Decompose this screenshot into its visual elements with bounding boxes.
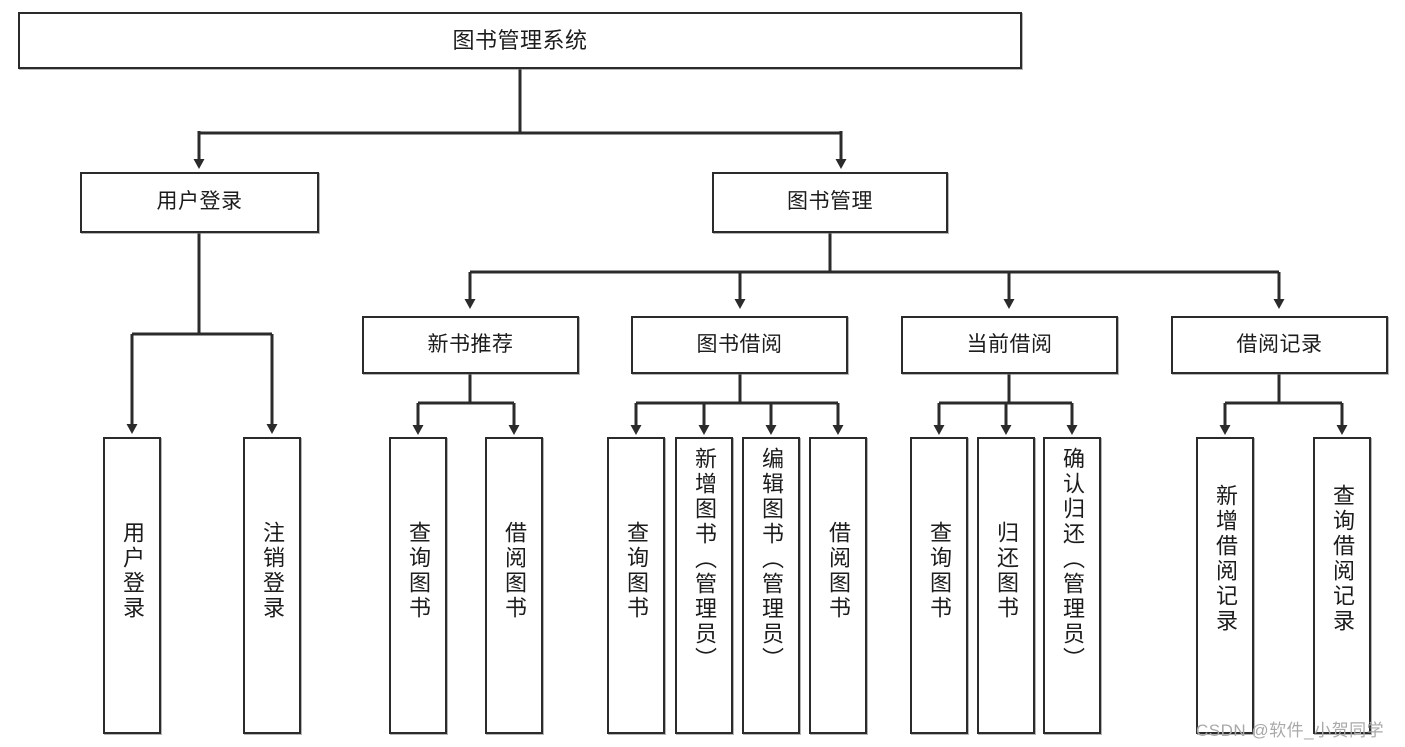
node-leaf-query-book-2[interactable]: 查询图书 [607,437,665,734]
node-leaf-query-book-1[interactable]: 查询图书 [389,437,447,734]
node-leaf-add-record[interactable]: 新增借阅记录 [1196,437,1254,734]
node-root-label: 图书管理系统 [452,27,588,53]
node-current-borrow-label: 当前借阅 [966,332,1053,356]
node-borrow-record-label: 借阅记录 [1236,332,1323,356]
node-leaf-logout-login[interactable]: 注销登录 [243,437,301,734]
node-leaf-borrow-book-1[interactable]: 借阅图书 [485,437,543,734]
node-leaf-edit-book-label: 编辑图书（管理员） [759,447,784,672]
node-user-login[interactable]: 用户登录 [80,172,319,233]
node-leaf-borrow-book-2-label: 借阅图书 [826,521,851,621]
node-leaf-query-book-3[interactable]: 查询图书 [910,437,968,734]
watermark-text: CSDN @软件_小贺同学 [1196,721,1385,740]
node-leaf-return-book[interactable]: 归还图书 [977,437,1035,734]
node-new-book-recommend[interactable]: 新书推荐 [362,316,579,374]
node-book-manage[interactable]: 图书管理 [712,172,948,233]
node-leaf-confirm-return[interactable]: 确认归还（管理员） [1043,437,1101,734]
node-leaf-add-record-label: 新增借阅记录 [1213,484,1238,634]
node-root[interactable]: 图书管理系统 [18,12,1022,69]
node-new-book-recommend-label: 新书推荐 [427,332,514,356]
node-current-borrow[interactable]: 当前借阅 [901,316,1118,374]
node-borrow-record[interactable]: 借阅记录 [1171,316,1388,374]
node-leaf-logout-login-label: 注销登录 [260,521,285,621]
node-leaf-return-book-label: 归还图书 [994,521,1019,621]
node-leaf-add-book[interactable]: 新增图书（管理员） [675,437,733,734]
node-leaf-query-book-3-label: 查询图书 [927,521,952,621]
node-book-borrow[interactable]: 图书借阅 [631,316,848,374]
node-leaf-user-login-label: 用户登录 [120,521,145,621]
node-leaf-user-login[interactable]: 用户登录 [103,437,161,734]
node-leaf-query-book-1-label: 查询图书 [406,521,431,621]
node-leaf-query-record-label: 查询借阅记录 [1330,484,1355,634]
node-user-login-label: 用户登录 [156,190,243,214]
node-leaf-edit-book[interactable]: 编辑图书（管理员） [742,437,800,734]
node-leaf-query-book-2-label: 查询图书 [624,521,649,621]
node-leaf-query-record[interactable]: 查询借阅记录 [1313,437,1371,734]
node-leaf-confirm-return-label: 确认归还（管理员） [1060,447,1085,672]
node-leaf-add-book-label: 新增图书（管理员） [692,447,717,672]
node-leaf-borrow-book-1-label: 借阅图书 [502,521,527,621]
node-book-manage-label: 图书管理 [787,190,873,214]
node-leaf-borrow-book-2[interactable]: 借阅图书 [809,437,867,734]
node-book-borrow-label: 图书借阅 [696,332,783,356]
